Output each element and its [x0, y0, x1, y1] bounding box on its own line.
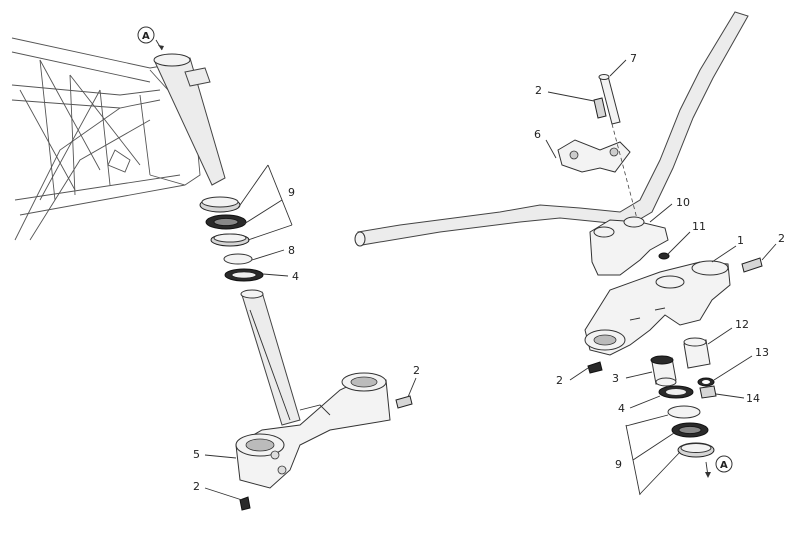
- callout-4-left: 4: [292, 270, 299, 283]
- bushing-3: [650, 355, 677, 387]
- callout-13: 13: [755, 346, 769, 359]
- bottom-yoke: [235, 372, 391, 489]
- callout-4-right: 4: [618, 402, 625, 415]
- svg-text:A: A: [720, 460, 728, 471]
- handlebar: [354, 11, 749, 247]
- bolt-2-top: [593, 97, 607, 119]
- frame-structure: [11, 37, 201, 241]
- callout-14: 14: [746, 392, 760, 405]
- callout-5: 5: [193, 448, 200, 461]
- pin-7: [598, 74, 621, 125]
- top-yoke: [584, 260, 731, 356]
- right-bearing-stack: [625, 405, 715, 496]
- washer-11: [658, 252, 670, 260]
- callout-8-left: 8: [288, 244, 295, 257]
- svg-text:A: A: [142, 31, 150, 42]
- callout-11: 11: [692, 220, 706, 233]
- ref-marker-top: A: [137, 26, 164, 51]
- callout-12: 12: [735, 318, 749, 331]
- callout-10: 10: [676, 196, 690, 209]
- spacer-12: [683, 337, 711, 369]
- bolt-2-far-right: [741, 243, 777, 273]
- bolt-2-left: [569, 361, 603, 381]
- callout-7: 7: [630, 52, 637, 65]
- bolt-right-left: [395, 377, 417, 409]
- callout-2-right-top: 2: [535, 84, 542, 97]
- callout-1: 1: [737, 234, 744, 247]
- ref-marker-bottom: A: [705, 455, 733, 478]
- steering-head-tube: [153, 53, 226, 186]
- riser: [589, 216, 669, 276]
- callout-6: 6: [534, 128, 541, 141]
- callout-3: 3: [612, 372, 619, 385]
- nut-14: [699, 385, 717, 399]
- callout-2-right-left: 2: [556, 374, 563, 387]
- callout-9-left: 9: [288, 186, 295, 199]
- callout-2-left-right: 2: [413, 364, 420, 377]
- bolt-bottom-left: [204, 487, 251, 511]
- steering-stem: [240, 289, 301, 426]
- callout-9-right: 9: [615, 458, 622, 471]
- callout-2-left-bottom: 2: [193, 480, 200, 493]
- callout-2-right-far: 2: [778, 232, 785, 245]
- left-bearing-stack: [199, 164, 293, 282]
- clamp-cap: [557, 139, 631, 173]
